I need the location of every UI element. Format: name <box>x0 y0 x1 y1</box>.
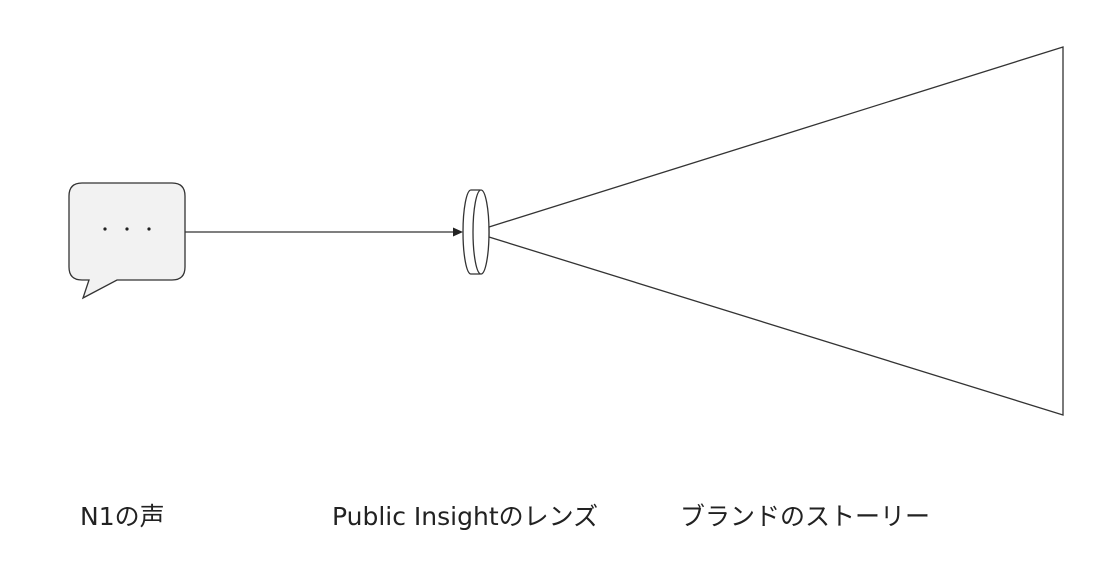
connector-arrow[interactable] <box>185 227 463 237</box>
dot-icon <box>103 227 107 231</box>
label-n1-voice: N1の声 <box>80 502 165 531</box>
speech-bubble[interactable] <box>68 182 186 300</box>
label-brand-story: ブランドのストーリー <box>680 502 931 531</box>
label-public-insight-lens: Public Insightのレンズ <box>332 502 599 531</box>
lens-cylinder[interactable] <box>462 189 490 275</box>
dot-icon <box>125 227 129 231</box>
arrowhead-icon <box>453 227 463 237</box>
bubble-shape <box>68 182 186 300</box>
dot-icon <box>147 227 151 231</box>
lens-face <box>472 189 490 275</box>
story-triangle[interactable] <box>488 46 1064 416</box>
